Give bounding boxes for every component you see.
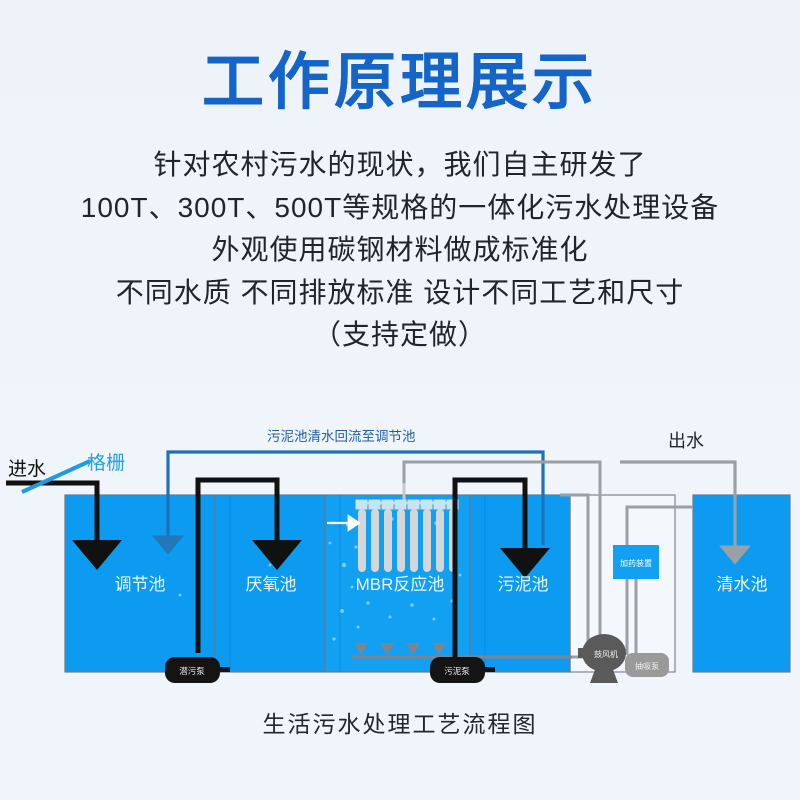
label-return-pipe: 污泥池清水回流至调节池 [267, 429, 416, 444]
tank-water-sludge [470, 495, 570, 672]
label-grating: 格栅 [87, 452, 125, 474]
equipment-blower: 鼓风机 [578, 634, 626, 683]
label-outlet: 出水 [668, 431, 704, 451]
equipment-label-submersible-pump: 潜污泵 [179, 666, 205, 676]
hero-line-4: 不同水质 不同排放标准 设计不同工艺和尺寸 [115, 276, 685, 308]
tank-water-regulating [65, 495, 215, 672]
hero-line-1: 针对农村污水的现状，我们自主研发了 [153, 149, 647, 180]
pipe-outlet [620, 460, 751, 565]
hero-description: 针对农村污水的现状，我们自主研发了 100T、300T、500T等规格的一体化污… [0, 144, 800, 357]
grating-bar [21, 459, 91, 494]
hero-line-5: （支持定做） [312, 319, 487, 351]
tank-water-clearwater [693, 495, 790, 672]
hero-section: 工作原理展示 针对农村污水的现状，我们自主研发了 100T、300T、500T等… [0, 0, 800, 357]
inlet-assembly [6, 459, 100, 495]
tank-label-anaerobic: 厌氧池 [246, 575, 297, 594]
process-flow-diagram: 进水 格栅 污泥池清水回流至调节池 [0, 415, 800, 755]
tank-label-clearwater: 清水池 [717, 575, 768, 594]
hero-line-2: 100T、300T、500T等规格的一体化污水处理设备 [80, 191, 720, 223]
page-title: 工作原理展示 [201, 48, 598, 117]
equipment-label-sludge-pump: 污泥泵 [444, 666, 470, 676]
hero-line-3: 外观使用碳钢材料做成标准化 [211, 234, 589, 266]
equipment-label-dosing-device: 加药装置 [620, 558, 652, 568]
diagram-caption: 生活污水处理工艺流程图 [262, 711, 538, 737]
equipment-label-suction-pump: 抽吸泵 [635, 661, 659, 671]
tank-inner-dividers [229, 495, 486, 672]
equipment-sludge-pump: 污泥泵 [430, 657, 495, 683]
tank-label-sludge: 污泥池 [498, 575, 549, 594]
tank-label-mbr: MBR反应池 [356, 575, 445, 594]
tank-water-anaerobic [215, 495, 325, 672]
pipe-sludge-pump [452, 477, 550, 668]
equipment-suction-pump: 抽吸泵 [625, 653, 669, 677]
tank-outlines [64, 494, 791, 673]
process-flow-svg: 进水 格栅 污泥池清水回流至调节池 [6, 429, 791, 683]
pipe-lift-pump [195, 477, 302, 653]
pipe-sludge-return [152, 450, 545, 555]
tank-label-regulating: 调节池 [115, 575, 166, 594]
equipment-dosing-device: 加药装置 [613, 545, 659, 579]
label-inlet: 进水 [8, 458, 46, 480]
gray-pipework [402, 460, 693, 659]
equipment-label-blower: 鼓风机 [594, 649, 618, 659]
equipment-submersible-pump: 潜污泵 [165, 657, 230, 683]
